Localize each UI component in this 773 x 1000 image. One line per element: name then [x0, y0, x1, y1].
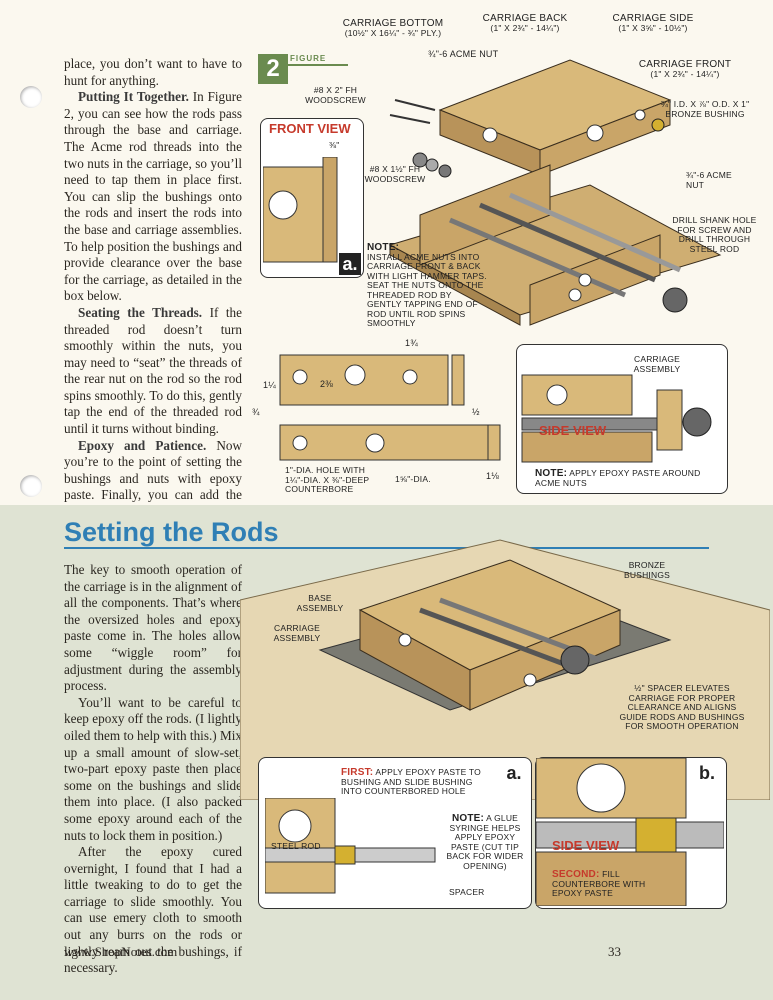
label-carriage-back-title: CARRIAGE BACK: [482, 13, 568, 24]
section-paragraph-3: After the epoxy cured overnight, I found…: [64, 844, 242, 976]
note-install-acme: NOTE: INSTALL ACME NUTS INTO CARRIAGE FR…: [367, 243, 487, 329]
front-view-title: FRONT VIEW: [269, 121, 351, 136]
footer-website[interactable]: www.ShopNotes.com: [64, 944, 178, 959]
paragraph-4-lead: Epoxy and Patience.: [78, 437, 207, 453]
first-label: FIRST:: [341, 767, 374, 778]
label-carriage-front: CARRIAGE FRONT (1" x 2¾" - 14¼"): [630, 60, 740, 79]
label-carriage-back-dim: (1" x 2¾" - 14¼"): [490, 22, 560, 33]
label-carriage-front-dim: (1" x 2¾" - 14¼"): [650, 68, 720, 79]
dim-1-1-4: 1¼: [263, 380, 276, 390]
label-acme-nut-right: ¾"-6 ACME NUT: [686, 170, 732, 190]
second-label: SECOND:: [552, 869, 600, 880]
glue-note-title: NOTE:: [451, 813, 485, 824]
paragraph-3: Seating the Threads. If the threaded rod…: [64, 305, 242, 438]
dim-2-3-8: 2⅜: [320, 379, 333, 389]
glue-note: NOTE: A GLUE SYRINGE HELPS APPLY EPOXY P…: [441, 813, 529, 871]
first-note: FIRST: APPLY EPOXY PASTE TO BUSHING AND …: [341, 767, 491, 797]
glue-note-text: A GLUE SYRINGE HELPS APPLY EPOXY PASTE (…: [446, 813, 524, 871]
label-hole-1-5-8: 1⅝"-DIA.: [395, 474, 431, 484]
part-drawing-top: [279, 354, 501, 461]
label-carriage-assembly-2: CARRIAGE ASSEMBLY: [273, 623, 321, 643]
side-view-carriage-label: CARRIAGE ASSEMBLY: [633, 354, 681, 374]
label-spacer: SPACER: [449, 887, 485, 897]
detail-a-drawing: [265, 798, 436, 894]
first-text: APPLY EPOXY PASTE TO BUSHING AND SLIDE B…: [341, 767, 481, 796]
detail-a-badge-2: a.: [503, 762, 525, 784]
front-view-dim: ⅜": [329, 140, 340, 150]
paragraph-3-lead: Seating the Threads.: [78, 304, 203, 320]
section-heading-rule: [64, 547, 709, 549]
section-heading: Setting the Rods: [64, 517, 279, 547]
front-view-drawing: [263, 157, 338, 263]
label-hole-counterbore: 1"-DIA. HOLE WITH 1¼"-DIA. x ⅜"-DEEP COU…: [285, 465, 370, 494]
label-base-assembly: BASE ASSEMBLY: [296, 593, 344, 613]
binder-hole-top: [20, 86, 42, 108]
figure-rule: [288, 64, 348, 66]
label-woodscrew-2: #8 x 2" Fh WOODSCREW: [305, 85, 366, 105]
left-column-text: place, you don’t want to have to hunt fo…: [64, 56, 242, 554]
label-carriage-side-dim: (1" x 3⅝" - 10½"): [618, 22, 688, 33]
label-spacer-note: ½" SPACER ELEVATES CARRIAGE FOR PROPER C…: [619, 683, 745, 731]
label-carriage-bottom-dim: (10½" x 16¼" - ¾" Ply.): [344, 27, 442, 38]
paragraph-2-lead: Putting It Together.: [78, 89, 189, 105]
label-steel-rod: STEEL ROD: [271, 841, 321, 851]
base-assembly: [388, 164, 722, 326]
dim-1-3-4: 1¾: [405, 338, 418, 348]
dim-1-1-8: 1⅛: [486, 471, 499, 481]
epoxy-note-title: NOTE:: [535, 468, 568, 479]
label-carriage-side: CARRIAGE SIDE (1" x 3⅝" - 10½"): [598, 14, 708, 33]
second-text: FILL COUNTERBORE WITH EPOXY PASTE: [552, 869, 646, 898]
label-carriage-bottom: CARRIAGE BOTTOM (10½" x 16¼" - ¾" Ply.): [338, 19, 448, 38]
section-text: The key to smooth operation of the carri…: [64, 562, 242, 977]
label-drill-shank: DRILL SHANK HOLE FOR SCREW AND DRILL THR…: [672, 215, 757, 254]
label-carriage-bottom-title: CARRIAGE BOTTOM: [342, 18, 444, 29]
paragraph-1: place, you don’t want to have to hunt fo…: [64, 56, 242, 89]
label-acme-nut-top: ¾"-6 ACME NUT: [428, 49, 499, 59]
figure-number: 2: [258, 54, 288, 84]
label-bronze-bushings: BRONZE BUSHINGS: [624, 560, 670, 580]
label-woodscrew-1half: #8 x 1½" Fh WOODSCREW: [364, 164, 426, 184]
detail-a-badge: a.: [339, 253, 361, 275]
label-carriage-side-title: CARRIAGE SIDE: [612, 13, 694, 24]
second-note: SECOND: FILL COUNTERBORE WITH EPOXY PAST…: [552, 869, 652, 899]
side-view-panel-upper: CARRIAGE ASSEMBLY SIDE VIEW NOTE: APPLY …: [516, 344, 728, 494]
side-view-title-upper: SIDE VIEW: [539, 423, 607, 438]
paragraph-2-text: In Figure 2, you can see how the rods pa…: [64, 89, 242, 304]
detail-b-panel: b. SIDE VIEW SECOND: FILL COUNTERBORE WI…: [535, 757, 727, 909]
side-view-drawing: [521, 374, 712, 463]
section-paragraph-1: The key to smooth operation of the carri…: [64, 562, 242, 694]
label-carriage-back: CARRIAGE BACK (1" x 2¾" - 14¼"): [470, 14, 580, 33]
detail-b-drawing: [536, 758, 724, 906]
dim-3-4: ¾: [252, 407, 260, 417]
setting-rods-illustration: [240, 539, 770, 800]
carriage-box-exploded: [389, 59, 672, 178]
epoxy-note-text: APPLY EPOXY PASTE AROUND ACME NUTS: [535, 468, 701, 488]
paragraph-3-text: If the threaded rod doesn’t turn smoothl…: [64, 304, 242, 437]
epoxy-note: NOTE: APPLY EPOXY PASTE AROUND ACME NUTS: [535, 468, 705, 488]
detail-a-panel: FIRST: APPLY EPOXY PASTE TO BUSHING AND …: [258, 757, 532, 909]
paragraph-2: Putting It Together. In Figure 2, you ca…: [64, 89, 242, 305]
label-bronze-bushing: ¾" I.D. x ⅞" O.D. x 1" BRONZE BUSHING: [660, 99, 750, 119]
front-view-panel: FRONT VIEW ⅜" a.: [260, 118, 364, 278]
label-carriage-front-title: CARRIAGE FRONT: [638, 59, 732, 70]
note-install-text: INSTALL ACME NUTS INTO CARRIAGE FRONT & …: [367, 251, 487, 328]
dim-1-2: ½: [472, 407, 480, 417]
section-paragraph-2: You’ll want to be careful to keep epoxy …: [64, 694, 242, 843]
page-number: 33: [608, 944, 621, 959]
detail-b-badge: b.: [696, 762, 718, 784]
figure-word: FIGURE: [290, 54, 327, 63]
paragraph-1-text: place, you don’t want to have to hunt fo…: [64, 56, 242, 88]
note-install-title: NOTE:: [367, 242, 400, 253]
binder-hole-middle: [20, 475, 42, 497]
figure-2-illustration: [279, 59, 722, 461]
side-view-title-lower: SIDE VIEW: [552, 838, 620, 853]
